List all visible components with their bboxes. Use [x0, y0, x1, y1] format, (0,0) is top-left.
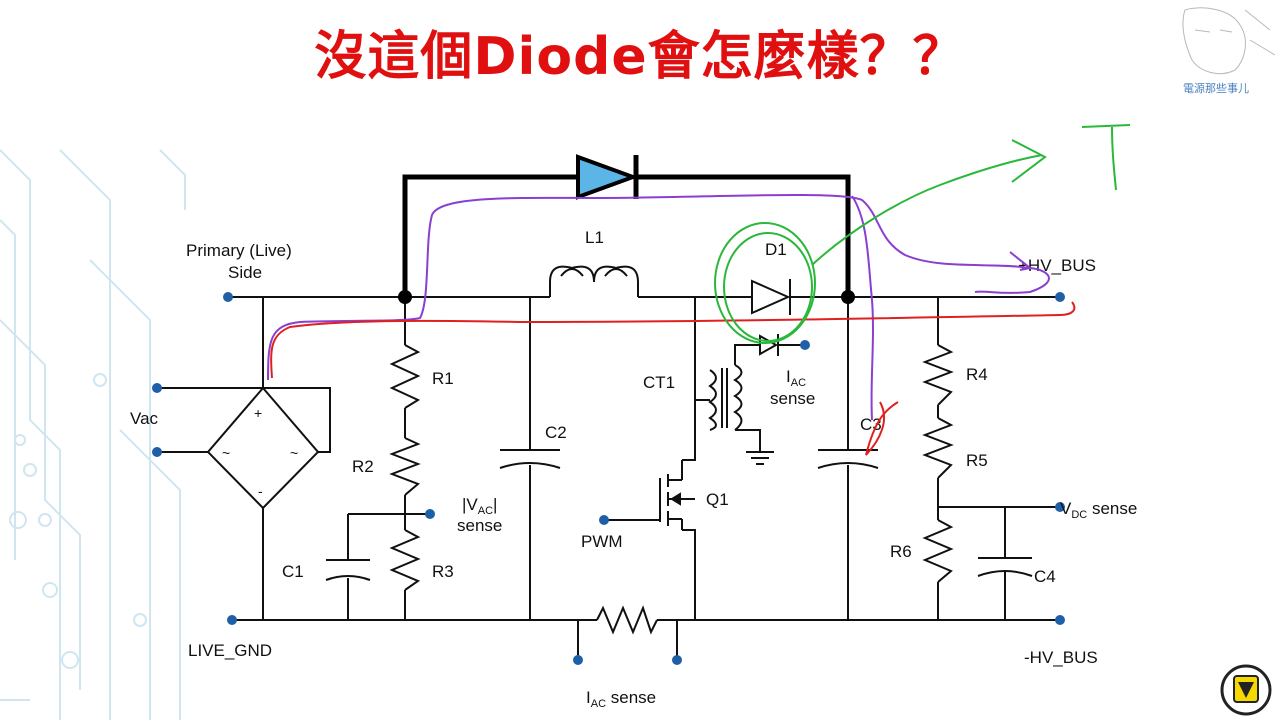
- terminal-vac-top: [152, 383, 162, 393]
- capacitor-c1: [325, 559, 371, 581]
- resistor-r2: [389, 437, 421, 496]
- diode-iac-sense: [759, 334, 779, 356]
- channel-logo: [1220, 664, 1272, 716]
- inductor-l1: [549, 265, 639, 297]
- label-r1: R1: [432, 369, 454, 388]
- channel-watermark: 電源那些事儿: [1183, 82, 1249, 95]
- label-r2: R2: [352, 457, 374, 476]
- ground-symbol: [746, 451, 774, 465]
- capacitor-c4: [977, 557, 1033, 577]
- terminal-primary-live: [223, 292, 233, 302]
- resistor-r5: [922, 417, 954, 479]
- resistor-current-sense: [596, 605, 658, 635]
- resistor-r1: [389, 344, 421, 409]
- label-hv-bus-neg: -HV_BUS: [1024, 648, 1098, 667]
- terminal-iac-sense-left: [573, 655, 583, 665]
- label-iac-sense-bottom: IAC sense: [586, 688, 656, 710]
- label-r4: R4: [966, 365, 988, 384]
- label-d1: D1: [765, 240, 787, 259]
- label-pwm: PWM: [581, 532, 623, 551]
- bypass-diode-wire: [402, 174, 851, 297]
- slide-title: 沒這個Diode會怎麼樣？？: [314, 27, 966, 87]
- terminal-pwm: [599, 515, 609, 525]
- label-vac-sense: |VAC|: [462, 495, 497, 517]
- resistor-r6: [922, 519, 954, 583]
- label-vac: Vac: [130, 409, 159, 428]
- label-iac-sense-top: IAC: [786, 367, 806, 389]
- resistor-r3: [389, 529, 421, 591]
- bridge-rectifier: [206, 386, 320, 510]
- terminal-hv-bus-pos: [1055, 292, 1065, 302]
- label-r6: R6: [890, 542, 912, 561]
- bypass-node-right: [841, 290, 855, 304]
- bridge-tilde-left-label: ~: [222, 445, 230, 461]
- bypass-node-left: [398, 290, 412, 304]
- label-iac-sense-top-word: sense: [770, 389, 815, 408]
- terminal-vac-sense: [425, 509, 435, 519]
- label-q1: Q1: [706, 490, 729, 509]
- label-vdc-sense: VDC sense: [1060, 499, 1137, 521]
- label-c1: C1: [282, 562, 304, 581]
- label-c2: C2: [545, 423, 567, 442]
- label-side: Side: [228, 263, 262, 282]
- label-hv-bus-pos: +HV_BUS: [1018, 256, 1096, 275]
- label-r3: R3: [432, 562, 454, 581]
- bypass-diode: [576, 154, 639, 200]
- mosfet-q1: [659, 460, 695, 530]
- bridge-minus-label: -: [258, 483, 263, 499]
- annotation-red-current-path: [270, 301, 1076, 456]
- resistor-r4: [922, 344, 954, 406]
- terminal-iac-sense-top: [800, 340, 810, 350]
- label-l1: L1: [585, 228, 604, 247]
- terminal-vac-bottom: [152, 447, 162, 457]
- label-live-gnd: LIVE_GND: [188, 641, 272, 660]
- capacitor-c2: [499, 449, 561, 469]
- label-c3: C3: [860, 415, 882, 434]
- label-vac-sense-word: sense: [457, 516, 502, 535]
- terminals: [152, 292, 1065, 665]
- terminal-live-gnd: [227, 615, 237, 625]
- bridge-tilde-right-label: ~: [290, 445, 298, 461]
- label-c4: C4: [1034, 567, 1056, 586]
- annotation-green-circle-d1: [714, 124, 1131, 344]
- bridge-plus-label: +: [254, 405, 262, 421]
- terminal-vdc-sense: [1055, 502, 1065, 512]
- label-primary-live: Primary (Live): [186, 241, 292, 260]
- diode-d1: [740, 279, 800, 315]
- terminal-hv-bus-neg: [1055, 615, 1065, 625]
- current-transformer-ct1: [708, 364, 743, 431]
- background-circuit-decoration: [0, 149, 186, 720]
- author-portrait-sketch: [1182, 7, 1276, 75]
- terminal-iac-sense-right: [672, 655, 682, 665]
- label-ct1: CT1: [643, 373, 675, 392]
- label-r5: R5: [966, 451, 988, 470]
